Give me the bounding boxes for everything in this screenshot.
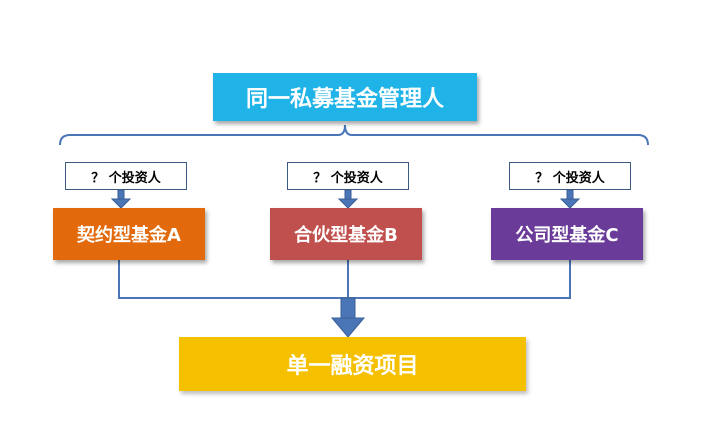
investors-label-a: ？ 个投资人 — [91, 170, 161, 186]
investor-arrow-b — [337, 189, 359, 209]
corporate-fund-label: 公司型基金C — [515, 225, 619, 246]
project-arrow — [330, 297, 366, 338]
financing-project-label: 单一融资项目 — [286, 354, 419, 379]
manager-bracket — [59, 124, 649, 146]
corporate-fund-box: 公司型基金C — [491, 208, 643, 260]
investors-box-a: ？ 个投资人 — [65, 162, 187, 190]
contract-fund-box: 契约型基金A — [53, 208, 205, 260]
investors-label-b: ？ 个投资人 — [313, 170, 383, 186]
fund-manager-box: 同一私募基金管理人 — [213, 73, 477, 121]
partnership-fund-box: 合伙型基金B — [270, 208, 422, 260]
investors-box-c: ？ 个投资人 — [509, 162, 631, 190]
contract-fund-label: 契约型基金A — [77, 225, 181, 246]
investors-label-c: ？ 个投资人 — [535, 170, 605, 186]
financing-project-box: 单一融资项目 — [179, 337, 526, 391]
investor-arrow-a — [110, 189, 132, 209]
partnership-fund-label: 合伙型基金B — [294, 225, 398, 246]
investors-box-b: ？ 个投资人 — [287, 162, 409, 190]
investor-arrow-c — [559, 189, 581, 209]
fund-manager-label: 同一私募基金管理人 — [245, 87, 444, 112]
